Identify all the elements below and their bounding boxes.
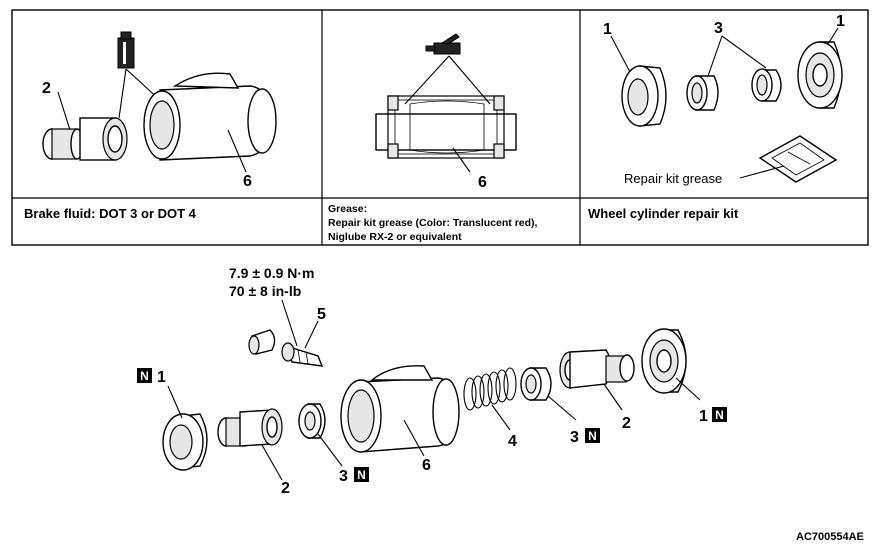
new-part-mark-boot-right: N	[712, 407, 727, 422]
caption-grease-line1: Grease:	[328, 203, 367, 215]
label-1-kit-right: 1	[836, 13, 845, 30]
bleeder-screw	[281, 342, 324, 367]
boot-right	[641, 328, 687, 394]
torque-value-nm: 7.9 ± 0.9 N·m	[229, 265, 315, 281]
label-6-middle-panel: 6	[478, 174, 487, 191]
label-5-bleeder: 5	[317, 306, 326, 323]
label-6-body: 6	[422, 457, 431, 474]
label-3-kit: 3	[714, 20, 723, 37]
label-4-spring: 4	[508, 433, 517, 450]
figure-code: AC700554AE	[796, 531, 864, 543]
panel-repair-kit: 1 3 1 Repair kit gr	[588, 13, 845, 221]
cup-left	[298, 403, 326, 439]
label-1-boot-right: 1	[699, 408, 708, 425]
label-1-kit-left: 1	[603, 21, 612, 38]
cylinder-body-left-panel	[143, 72, 277, 161]
panel-brake-fluid: 2 6 Brake fluid: DOT 3 or DOT 4	[24, 31, 277, 221]
piston-left	[217, 408, 283, 447]
label-2-left-panel: 2	[42, 80, 51, 97]
label-3-cup-right: 3	[570, 429, 579, 446]
grease-gun-icon	[425, 33, 461, 55]
cup-right	[520, 367, 552, 401]
new-part-mark-cup-right: N	[585, 428, 600, 443]
cup-kit-left	[686, 75, 719, 111]
new-part-mark-boot-left: N	[137, 368, 152, 383]
cylinder-body	[340, 365, 460, 453]
bleeder-cap	[248, 329, 276, 355]
label-3-cup-left: 3	[339, 468, 348, 485]
caption-grease-line2: Repair kit grease (Color: Translucent re…	[328, 217, 538, 229]
new-part-mark-cup-left: N	[354, 467, 369, 482]
brake-fluid-bottle-icon	[117, 31, 135, 69]
label-repair-kit-grease: Repair kit grease	[624, 171, 722, 186]
piston-right	[559, 349, 635, 389]
label-1-boot-left: 1	[157, 369, 166, 386]
label-2-piston-left: 2	[281, 480, 290, 497]
cup-kit-right	[751, 68, 782, 102]
panel-grease: 6 Grease: Repair kit grease (Color: Tran…	[328, 33, 538, 243]
grease-packet	[758, 135, 838, 183]
label-2-piston-right: 2	[622, 415, 631, 432]
svg-text:N: N	[140, 369, 149, 383]
label-6-left-panel: 6	[243, 173, 252, 190]
boot-left	[162, 413, 208, 471]
top-table	[11, 9, 869, 246]
caption-grease-line3: Niglube RX-2 or equivalent	[328, 231, 462, 243]
caption-repair-kit: Wheel cylinder repair kit	[588, 206, 739, 221]
svg-text:N: N	[588, 429, 597, 443]
exploded-view: 7.9 ± 0.9 N·m 70 ± 8 in-lb 5 N 1	[137, 265, 727, 497]
svg-text:N: N	[715, 408, 724, 422]
boot-kit-left	[621, 65, 667, 127]
torque-value-inlb: 70 ± 8 in-lb	[229, 283, 301, 299]
caption-brake-fluid: Brake fluid: DOT 3 or DOT 4	[24, 206, 197, 221]
svg-text:N: N	[357, 468, 366, 482]
spring	[463, 367, 517, 411]
cylinder-cross-section	[375, 95, 517, 159]
boot-kit-right	[797, 41, 843, 109]
piston-left-panel	[42, 117, 128, 161]
